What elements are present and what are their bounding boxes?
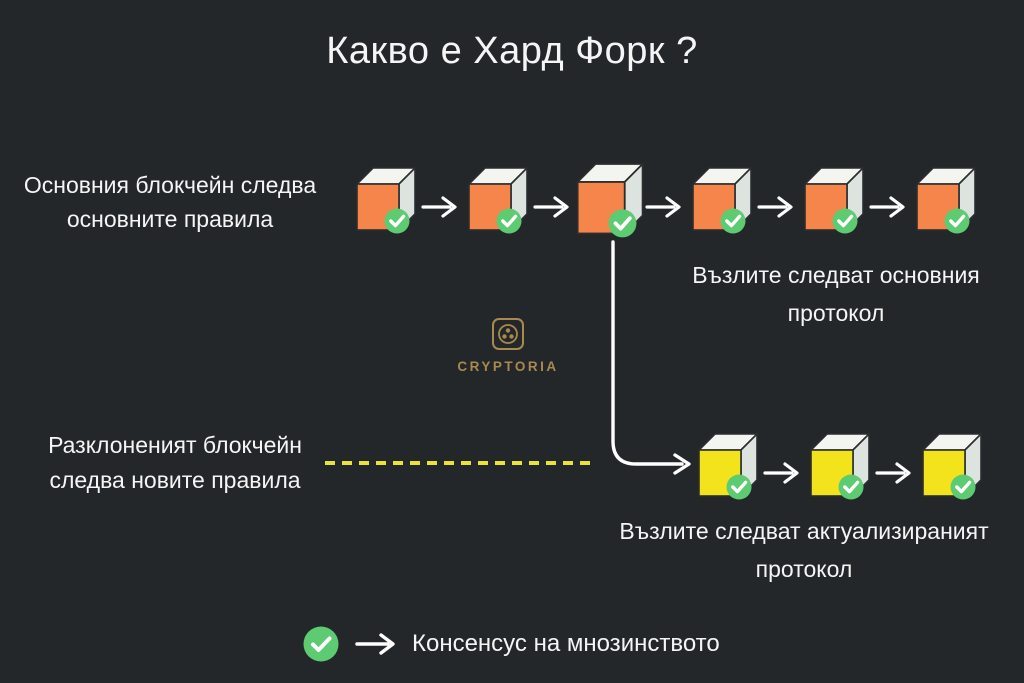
block-cube [915,166,977,234]
main-chain-row [352,161,978,238]
checkmark-icon [950,474,976,500]
block-cube [467,166,529,234]
main-chain-label-line1: Основния блокчейн следва [23,172,317,198]
block-cube [697,432,759,500]
main-chain-label: Основния блокчейн следва основните прави… [0,168,340,236]
block-cube [355,166,417,234]
fork-chain-caption-line1: Възлите следват актуализираният [619,518,989,544]
block-cube [921,432,983,500]
arrow-right-icon [869,196,905,218]
checkmark-icon [720,208,746,234]
block-cube [803,166,865,234]
fork-branch-arrow [611,240,691,475]
block-cube [809,432,871,500]
arrow-right-icon [875,462,911,484]
checkmark-icon [726,474,752,500]
fork-chain-caption-line2: протокол [755,556,853,582]
arrow-right-icon [421,196,457,218]
checkmark-icon [944,208,970,234]
main-chain-label-line2: основните правила [66,206,274,232]
consensus-legend: Консенсус на мнозинството [302,624,720,664]
checkmark-icon [838,474,864,500]
fork-chain-row [694,430,984,504]
consensus-legend-label: Консенсус на мнозинството [412,630,720,657]
fork-chain-label: Разклоненият блокчейн следва новите прав… [10,428,340,498]
main-chain-caption-line2: протокол [787,300,885,326]
cryptoria-logo: CRYPTORIA [432,316,584,374]
page-title: Какво е Хард Форк ? [326,30,698,72]
checkmark-icon [384,208,410,234]
fork-chain-label-line1: Разклоненият блокчейн [48,432,302,458]
fork-chain-caption: Възлите следват актуализираният протокол [584,512,1024,588]
arrow-right-icon [355,633,395,655]
arrow-right-icon [645,196,681,218]
fork-dashed-line [325,461,593,465]
main-chain-caption: Възлите следват основния протокол [655,256,1017,332]
checkmark-icon [496,208,522,234]
arrow-right-icon [763,462,799,484]
arrow-right-icon [533,196,569,218]
cryptoria-emblem-icon [492,318,524,350]
checkmark-icon [832,208,858,234]
block-cube [691,166,753,234]
fork-chain-label-line2: следва новите правила [49,467,301,493]
block-cube [575,161,645,238]
checkmark-icon [303,626,339,662]
main-chain-caption-line1: Възлите следват основния [692,262,980,288]
checkmark-icon [608,209,637,238]
arrow-right-icon [757,196,793,218]
cryptoria-logo-text: CRYPTORIA [457,359,559,374]
